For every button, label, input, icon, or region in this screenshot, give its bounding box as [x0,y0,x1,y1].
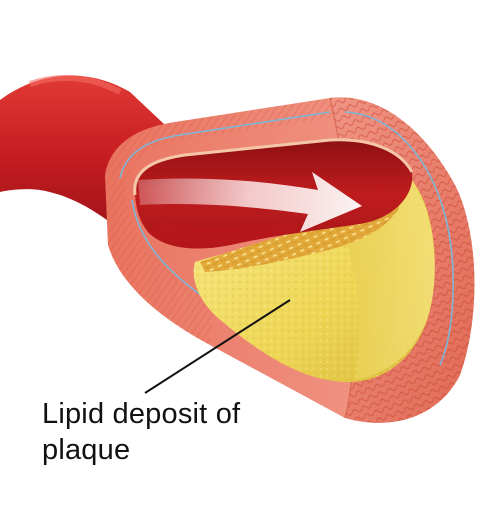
plaque-callout-line-2: plaque [42,434,131,466]
blood-flow-arrow [138,172,362,232]
callout-leader-line [144,299,291,394]
plaque-callout-label: Lipid deposit of plaque [42,396,302,468]
plaque-callout-line-1: Lipid deposit of [42,398,241,430]
plaque-deposit [193,178,435,383]
